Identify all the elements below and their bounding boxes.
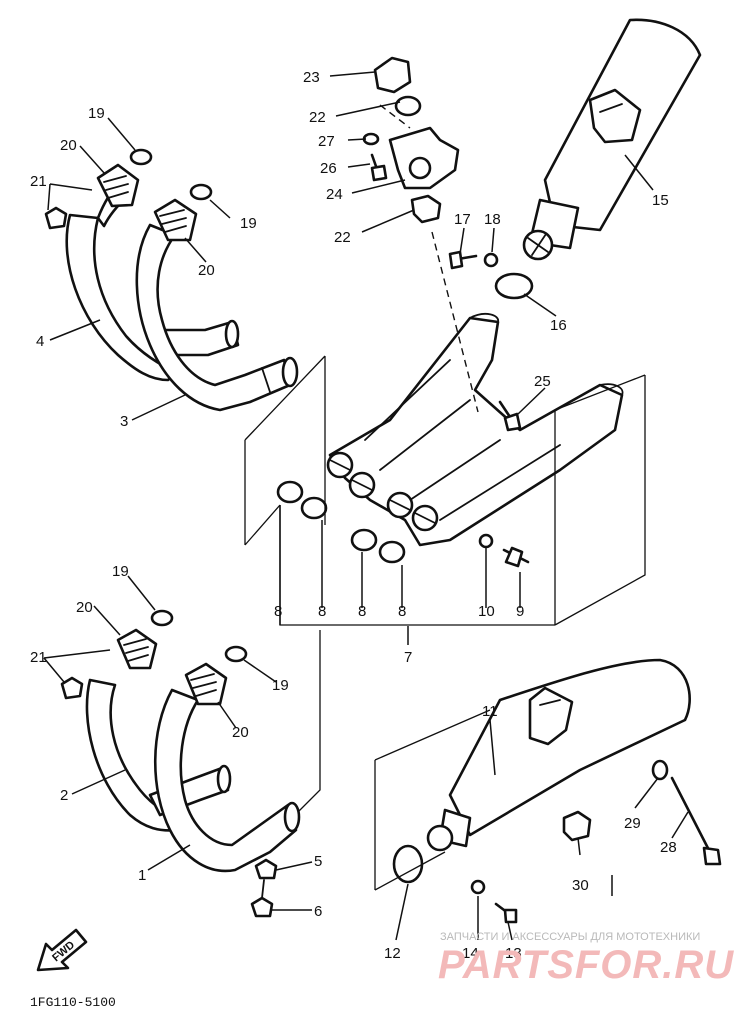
washer-10 [478, 533, 494, 549]
diagram-code: 1FG110-5100 [30, 995, 116, 1010]
callout-22-lower: 22 [334, 229, 351, 246]
washer-29 [651, 759, 669, 781]
callout-19-d: 19 [272, 677, 289, 694]
callout-26: 26 [320, 160, 337, 177]
callout-numbers: 23 22 27 26 24 22 17 18 15 16 25 19 20 2… [30, 69, 677, 962]
callout-19-b: 19 [240, 215, 257, 232]
ring-16 [494, 272, 534, 300]
bolt-13 [494, 902, 518, 924]
callout-23: 23 [303, 69, 320, 86]
callout-20-c: 20 [76, 599, 93, 616]
damper-22-upper [394, 95, 422, 117]
muffler-15 [522, 18, 702, 261]
leader-lines [43, 71, 689, 941]
callout-14: 14 [462, 945, 479, 962]
washer-27 [362, 132, 380, 146]
nut-5 [254, 858, 278, 880]
callout-29: 29 [624, 815, 641, 832]
callout-13: 13 [505, 945, 522, 962]
callout-20-b: 20 [198, 262, 215, 279]
washer-18 [483, 252, 499, 268]
bolt-9 [502, 546, 530, 568]
bolt-25 [498, 400, 522, 432]
bolt-26 [370, 153, 388, 182]
gasket-8-a [276, 480, 304, 504]
gasket-8-c [350, 528, 378, 552]
callout-1: 1 [138, 867, 146, 884]
frame-lower-pipes [297, 630, 321, 813]
flange-20-lower-left [116, 628, 158, 670]
gasket-19-d [224, 645, 248, 663]
callout-2: 2 [60, 787, 68, 804]
watermark-subtitle: ЗАПЧАСТИ И АКСЕССУАРЫ ДЛЯ МОТОТЕХНИКИ [440, 931, 700, 943]
callout-20-a: 20 [60, 137, 77, 154]
gasket-19-a [129, 148, 153, 166]
watermark: ЗАПЧАСТИ И АКСЕССУАРЫ ДЛЯ МОТОТЕХНИКИ PA… [438, 931, 734, 987]
callout-17: 17 [454, 211, 471, 228]
callout-8-b: 8 [318, 603, 326, 620]
callout-21-b: 21 [30, 649, 47, 666]
callout-9: 9 [516, 603, 524, 620]
gasket-8-b [300, 496, 328, 520]
dash-muffler-clamp [379, 104, 411, 129]
callout-30: 30 [572, 877, 589, 894]
exhaust-pipe-3 [135, 223, 299, 412]
callout-6: 6 [314, 903, 322, 920]
fwd-arrow-icon: FWD [36, 928, 88, 972]
callout-12: 12 [384, 945, 401, 962]
frame-upper-pipes [244, 355, 326, 546]
callout-7: 7 [404, 649, 412, 666]
callout-18: 18 [484, 211, 501, 228]
muffler-11 [426, 658, 691, 852]
callout-25: 25 [534, 373, 551, 390]
bracket-24 [388, 126, 460, 190]
callout-19-c: 19 [112, 563, 129, 580]
callout-8-a: 8 [274, 603, 282, 620]
ring-12 [392, 844, 424, 884]
gasket-19-b [189, 183, 213, 201]
watermark-logo: PARTSFOR.RU [438, 943, 734, 987]
nut-21-lower [60, 676, 84, 700]
flange-20-lower-right [184, 662, 228, 706]
callout-5: 5 [314, 853, 322, 870]
damper-30 [562, 810, 592, 842]
gasket-8-d [378, 540, 406, 564]
dash-bracket-collector [431, 231, 479, 413]
callout-22-upper: 22 [309, 109, 326, 126]
bolt-28 [670, 776, 722, 866]
frame-lower-muffler [374, 709, 491, 891]
gasket-19-c [150, 609, 174, 627]
collector-assembly-7 [326, 313, 624, 547]
callout-10: 10 [478, 603, 495, 620]
damper-22-lower [410, 194, 442, 224]
callout-24: 24 [326, 186, 343, 203]
callout-11: 11 [482, 703, 498, 720]
callout-8-d: 8 [398, 603, 406, 620]
washer-14 [470, 879, 486, 895]
callout-16: 16 [550, 317, 567, 334]
bolt-6 [250, 879, 274, 918]
nut-21-upper [44, 206, 68, 230]
callout-28: 28 [660, 839, 677, 856]
clamp-23 [373, 56, 412, 94]
callout-8-c: 8 [358, 603, 366, 620]
callout-3: 3 [120, 413, 128, 430]
flange-20-upper-right [153, 198, 198, 242]
flange-20-upper-left [96, 163, 140, 208]
callout-4: 4 [36, 333, 44, 350]
callout-27: 27 [318, 133, 335, 150]
callout-20-d: 20 [232, 724, 249, 741]
exhaust-pipe-1 [153, 688, 301, 873]
bolt-17 [448, 250, 478, 270]
callout-21-a: 21 [30, 173, 47, 190]
callout-19-a: 19 [88, 105, 105, 122]
callout-15: 15 [652, 192, 669, 209]
